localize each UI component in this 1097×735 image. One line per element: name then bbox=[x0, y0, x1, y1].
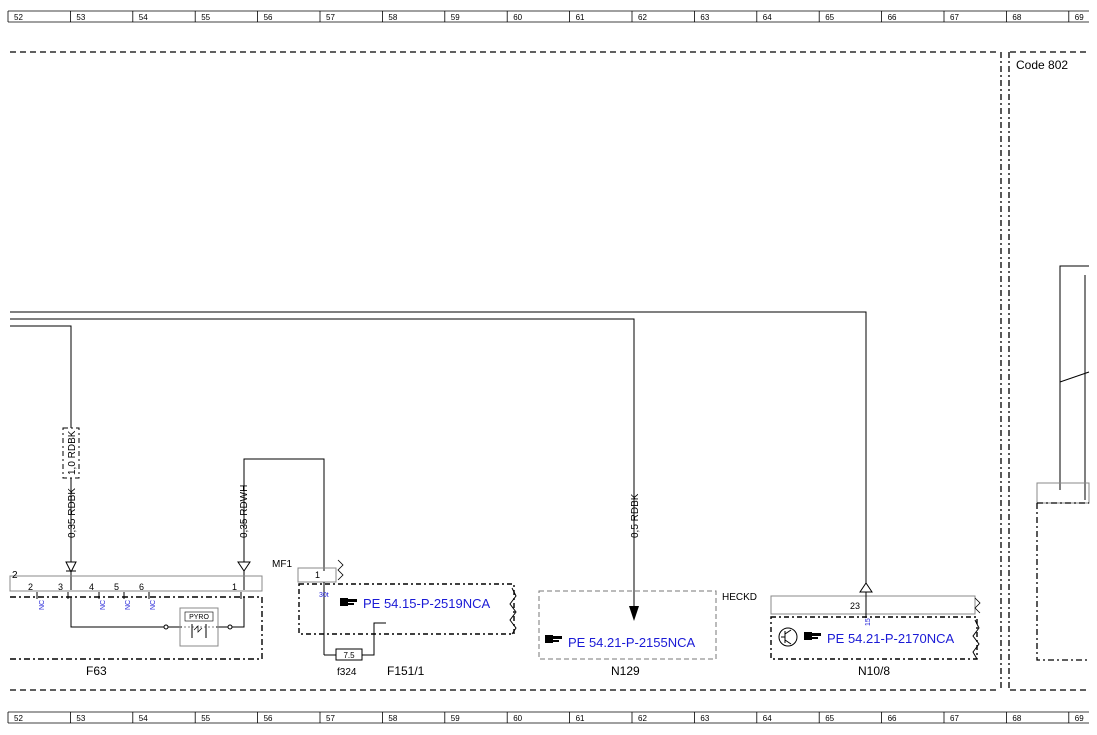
transistor-icon bbox=[778, 627, 798, 647]
f151-fuse-rating: 7.5 bbox=[343, 651, 355, 660]
f63-nc-2: NC bbox=[100, 600, 107, 610]
f63-pins: 2 2 3 4 5 6 1 NC NC NC NC bbox=[12, 570, 242, 610]
f63-pin-2-inner: 2 bbox=[28, 582, 33, 592]
top-ruler: 52 53 54 55 56 57 58 59 60 61 62 63 64 65 66 67 68 69 bbox=[7, 10, 1089, 23]
f63-pin-3: 3 bbox=[58, 582, 63, 592]
f63-ref: F63 bbox=[86, 664, 107, 678]
ruler-number: 54 bbox=[139, 13, 148, 22]
ruler-number: 63 bbox=[700, 714, 709, 723]
n10-connector-label: HECKD bbox=[722, 592, 757, 603]
f151-component: MF1 1 30t 7.5 f324 F151/1 PE 54.15-P-251… bbox=[272, 559, 517, 678]
wire-label-f63-main: 0,35 RDBK bbox=[67, 488, 78, 538]
f63-pyro-label: PYRO bbox=[189, 614, 209, 621]
ruler-number: 57 bbox=[326, 714, 335, 723]
ruler-number: 61 bbox=[576, 13, 585, 22]
ruler-number: 63 bbox=[700, 13, 709, 22]
ruler-number: 62 bbox=[638, 13, 647, 22]
ruler-number: 52 bbox=[14, 714, 23, 723]
wire-labels: 1,0 RDBK 0,35 RDBK 0,35 RDWH 0,5 RDBK bbox=[62, 427, 641, 538]
bottom-ruler: 52 53 54 55 56 57 58 59 60 61 62 63 64 65 66 67 68 69 bbox=[7, 711, 1089, 724]
n129-arrow bbox=[629, 606, 639, 621]
ruler-number: 62 bbox=[638, 714, 647, 723]
f151-ref: F151/1 bbox=[387, 664, 425, 678]
f63-nc-4: NC bbox=[150, 600, 157, 610]
ruler-number: 67 bbox=[950, 714, 959, 723]
ruler-number: 65 bbox=[825, 13, 834, 22]
ruler-number: 55 bbox=[201, 13, 210, 22]
ruler-number: 65 bbox=[825, 714, 834, 723]
n10-pin: 23 bbox=[850, 601, 860, 611]
f151-terminal: 30t bbox=[319, 592, 329, 599]
ruler-number: 64 bbox=[763, 13, 772, 22]
ruler-number: 58 bbox=[388, 13, 397, 22]
n10-pe-link[interactable]: PE 54.21-P-2170NCA bbox=[827, 631, 955, 646]
bus-wires bbox=[10, 311, 867, 612]
hand-pointer-icon bbox=[545, 635, 562, 643]
ruler-number: 64 bbox=[763, 714, 772, 723]
wire-label-f63-alt: 1,0 RDBK bbox=[67, 430, 78, 475]
f151-fuse-ref: f324 bbox=[337, 667, 357, 678]
f63-pin-6: 6 bbox=[139, 582, 144, 592]
ruler-number: 53 bbox=[76, 13, 85, 22]
f63-nc-1: NC bbox=[39, 600, 46, 610]
ruler-number: 66 bbox=[888, 13, 897, 22]
n129-component: PE 54.21-P-2155NCA N129 bbox=[538, 590, 717, 678]
ruler-number: 52 bbox=[14, 13, 23, 22]
ruler-number: 56 bbox=[264, 714, 273, 723]
ruler-number: 66 bbox=[888, 714, 897, 723]
ruler-number: 68 bbox=[1012, 13, 1021, 22]
f63-pin-5: 5 bbox=[114, 582, 119, 592]
wire-label-n129: 0,5 RDBK bbox=[630, 493, 641, 538]
ruler-number: 69 bbox=[1075, 13, 1084, 22]
ruler-number: 57 bbox=[326, 13, 335, 22]
n10-component: HECKD 23 15 PE 54.21-P-2170NCA N10/8 bbox=[722, 582, 981, 678]
n10-ref: N10/8 bbox=[858, 664, 890, 678]
ruler-number: 56 bbox=[264, 13, 273, 22]
f151-connector-label: MF1 bbox=[272, 559, 292, 570]
ruler-number: 60 bbox=[513, 714, 522, 723]
f63-pin-1: 1 bbox=[232, 582, 237, 592]
page-frame bbox=[10, 51, 1089, 691]
f151-pe-link[interactable]: PE 54.15-P-2519NCA bbox=[363, 596, 491, 611]
n129-ref: N129 bbox=[611, 664, 640, 678]
ruler-number: 55 bbox=[201, 714, 210, 723]
ruler-number: 54 bbox=[139, 714, 148, 723]
ruler-number: 68 bbox=[1012, 714, 1021, 723]
ruler-number: 61 bbox=[576, 714, 585, 723]
ruler-number: 60 bbox=[513, 13, 522, 22]
ruler-number: 59 bbox=[451, 714, 460, 723]
option-code-label: Code 802 bbox=[1016, 58, 1068, 72]
hand-pointer-icon bbox=[340, 598, 357, 606]
ruler-number: 59 bbox=[451, 13, 460, 22]
f63-component: PYRO F63 bbox=[9, 458, 325, 678]
f63-pin-4: 4 bbox=[89, 582, 94, 592]
n10-terminal: 15 bbox=[865, 618, 872, 626]
n129-pe-link[interactable]: PE 54.21-P-2155NCA bbox=[568, 635, 696, 650]
ruler-number: 69 bbox=[1075, 714, 1084, 723]
ruler-number: 58 bbox=[388, 714, 397, 723]
f151-pin: 1 bbox=[315, 570, 320, 580]
f63-pin-2: 2 bbox=[12, 570, 18, 581]
hand-pointer-icon bbox=[804, 632, 821, 640]
ruler-number: 53 bbox=[76, 714, 85, 723]
code802-component bbox=[1036, 265, 1090, 661]
ruler-number: 67 bbox=[950, 13, 959, 22]
f63-nc-3: NC bbox=[125, 600, 132, 610]
